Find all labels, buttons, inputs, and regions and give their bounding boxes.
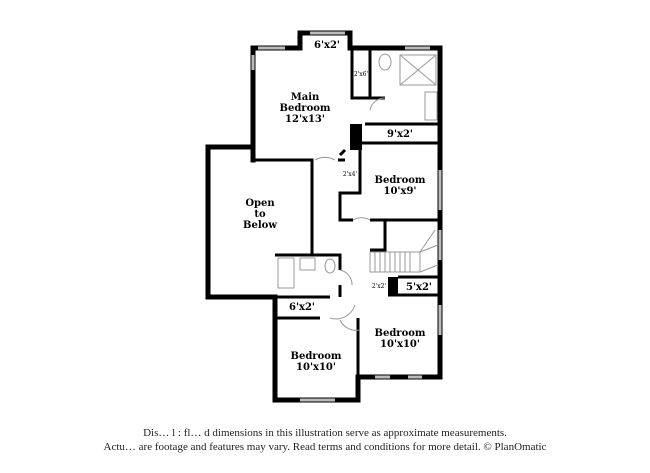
closet-label: 6'x2' — [314, 40, 340, 51]
closet-label: 9'x2' — [387, 129, 413, 140]
bedroom-size: 10'x10' — [380, 339, 420, 350]
open-to-below-label: to — [254, 209, 266, 220]
disclaimer-line-1: Dis… l : fl… d dimensions in this illust… — [143, 427, 507, 439]
main-bedroom-size: 12'x13' — [285, 114, 325, 125]
closet-label: 5'x2' — [406, 282, 432, 293]
open-to-below-label: Open — [245, 198, 275, 209]
interior-walls — [253, 48, 440, 377]
bedroom-size: 10'x9' — [384, 186, 417, 197]
bedroom-size: 10'x10' — [296, 362, 336, 373]
bedroom-label: Bedroom — [375, 175, 426, 186]
main-bedroom-label: Bedroom — [280, 103, 331, 114]
outer-wall — [205, 30, 443, 403]
bedroom-label: Bedroom — [375, 328, 426, 339]
stairs — [369, 229, 439, 273]
closet-label: 2'x6' — [354, 71, 369, 78]
open-to-below-label: Below — [243, 220, 277, 231]
bedroom-label: Bedroom — [291, 351, 342, 362]
closet-label: 2'x2' — [372, 283, 387, 290]
fixtures — [277, 53, 438, 331]
closet-label: 6'x2' — [289, 302, 315, 313]
main-bedroom-label: Main — [291, 92, 320, 103]
closet-label: 2'x4' — [343, 171, 358, 178]
disclaimer-line-2: Actu… are footage and features may vary.… — [103, 441, 547, 453]
